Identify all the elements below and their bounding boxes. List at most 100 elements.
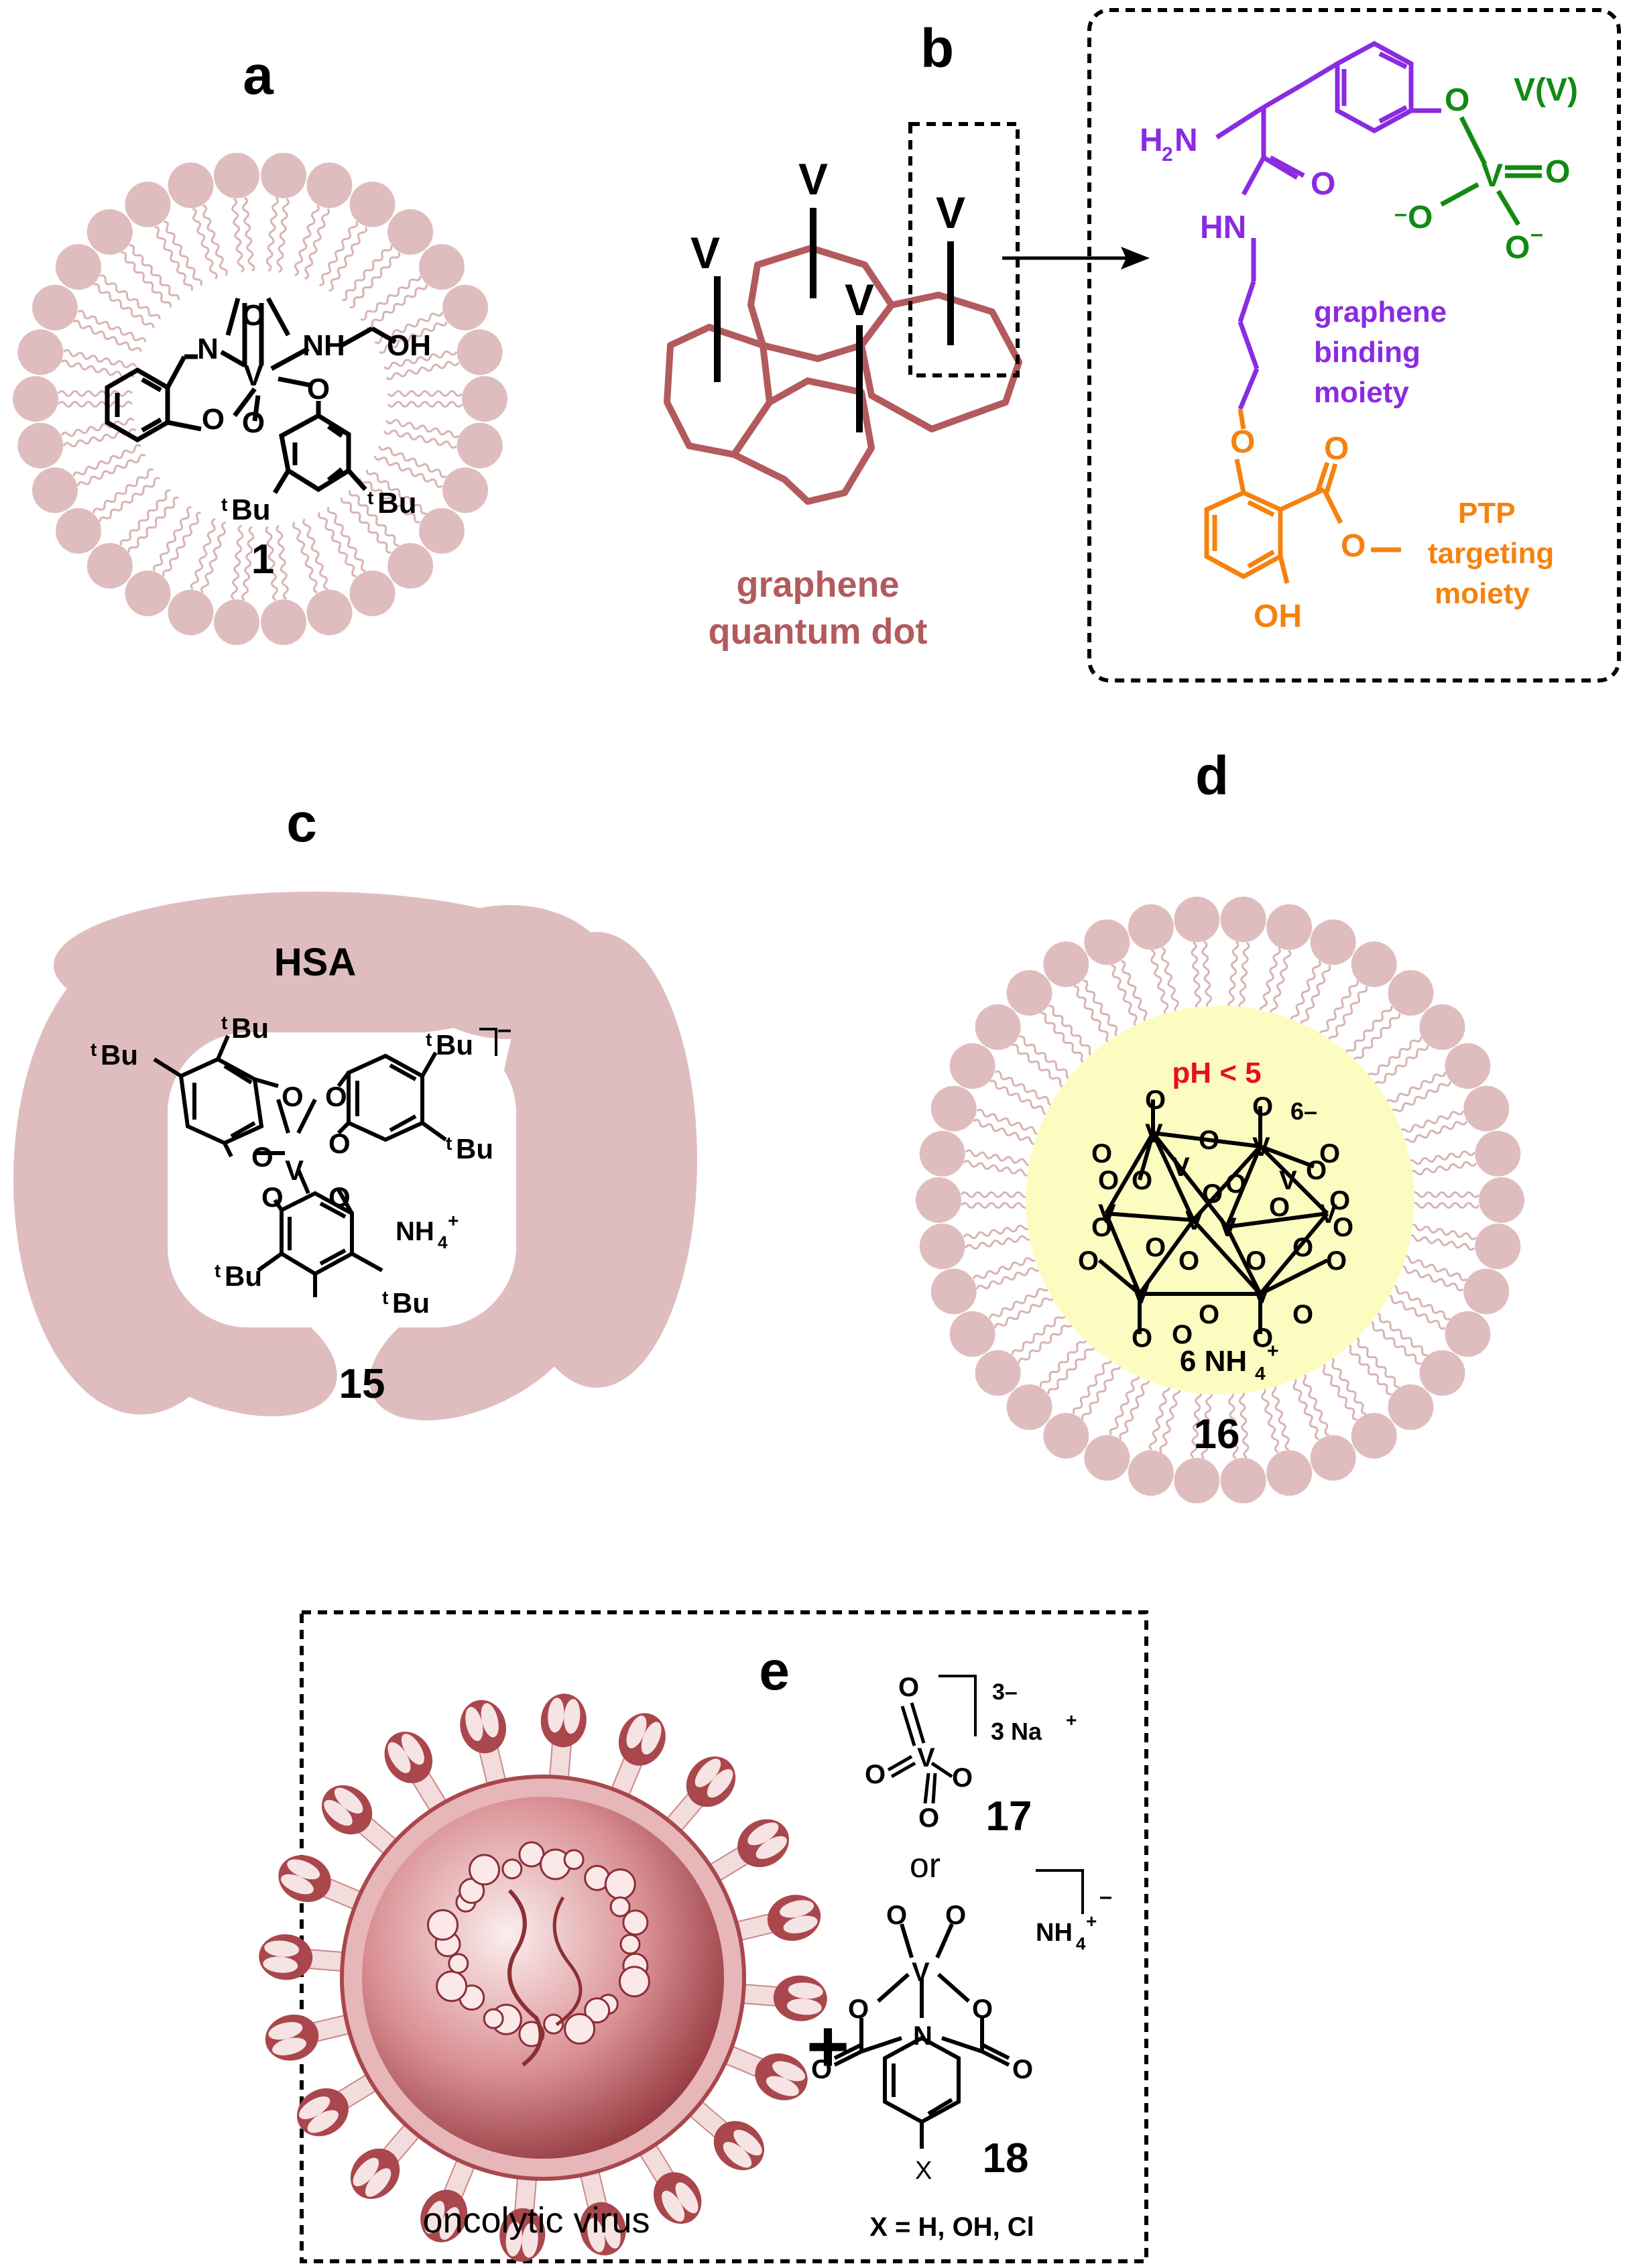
tbu-right: Bu bbox=[377, 487, 417, 520]
or-label: or bbox=[910, 1846, 941, 1885]
deca-o-10: O bbox=[1132, 1166, 1152, 1195]
lipid-head bbox=[1174, 1457, 1220, 1504]
c17-counterion: 3 Na bbox=[991, 1718, 1042, 1745]
c17-bracket bbox=[939, 1675, 977, 1736]
lipid-tail bbox=[231, 196, 255, 274]
c15-o4: O bbox=[328, 1128, 351, 1159]
lipid-head bbox=[457, 329, 503, 375]
lipid-tail bbox=[1386, 1285, 1451, 1330]
lipid-head bbox=[168, 589, 214, 636]
c15-o6: O bbox=[261, 1181, 284, 1213]
lipid-head bbox=[442, 284, 489, 331]
virus-body bbox=[340, 1775, 746, 2181]
lipid-tail bbox=[1039, 1337, 1095, 1394]
c15-o3: O bbox=[325, 1081, 347, 1112]
c15-o2: O bbox=[251, 1141, 274, 1173]
lipid-tail bbox=[1012, 1035, 1073, 1088]
hsa-pocket bbox=[168, 1032, 516, 1327]
deca-o-16: O bbox=[1145, 1233, 1166, 1262]
c18-o1: O bbox=[886, 1901, 907, 1930]
lipid-head bbox=[32, 467, 78, 514]
panel-b-label: b bbox=[920, 18, 954, 79]
lipid-tail bbox=[963, 1224, 1033, 1250]
deca-counterion-sup: + bbox=[1267, 1340, 1279, 1362]
lipid-head bbox=[1084, 919, 1130, 965]
lipid-tail bbox=[93, 468, 160, 522]
lipid-head bbox=[919, 1130, 965, 1177]
c15-nh-sub: 4 bbox=[438, 1232, 448, 1252]
c17-v: V bbox=[917, 1743, 935, 1773]
deca-o-12: O bbox=[1098, 1166, 1119, 1195]
lipid-head bbox=[213, 599, 259, 646]
lipid-tail bbox=[154, 220, 202, 292]
deca-o-17: O bbox=[1292, 1233, 1313, 1262]
panel-e-box bbox=[300, 1610, 1148, 2263]
micelle-a bbox=[13, 152, 507, 646]
lipid-head bbox=[1006, 969, 1052, 1016]
lipid-tail bbox=[73, 310, 147, 352]
deca-v-8: V bbox=[1172, 1152, 1190, 1182]
binding-line2: binding bbox=[1314, 336, 1420, 369]
panel-c-label: c bbox=[286, 792, 317, 853]
lipid-head bbox=[1475, 1130, 1521, 1177]
virus-spike bbox=[420, 2155, 477, 2243]
lipid-tail bbox=[231, 524, 255, 601]
amide-o: O bbox=[1311, 166, 1335, 202]
lipid-head bbox=[55, 244, 101, 290]
panel-d-label: d bbox=[1195, 745, 1229, 807]
lipid-head bbox=[1128, 904, 1174, 950]
c17-o1: O bbox=[898, 1673, 919, 1702]
lipid-head bbox=[419, 508, 465, 554]
lipid-head bbox=[1128, 1450, 1174, 1496]
virus-spike bbox=[663, 1756, 736, 1835]
lipid-head bbox=[975, 1350, 1021, 1396]
lipid-head bbox=[387, 542, 434, 589]
deca-v-6: V bbox=[1132, 1280, 1150, 1309]
lipid-tail bbox=[153, 505, 201, 577]
c18-bracket bbox=[1036, 1869, 1084, 1914]
lipid-head bbox=[306, 162, 353, 208]
lipid-tail bbox=[960, 1191, 1030, 1209]
salicyl-oh: OH bbox=[1254, 599, 1302, 634]
lipid-head bbox=[1266, 1450, 1313, 1496]
vanadate-v: V bbox=[1481, 158, 1503, 194]
c15-o5: O bbox=[328, 1181, 351, 1213]
lipid-head bbox=[457, 422, 503, 469]
lipid-head bbox=[1445, 1311, 1491, 1357]
virus-spike bbox=[579, 2167, 626, 2256]
lipid-head bbox=[419, 244, 465, 290]
lipid-tail bbox=[1109, 1372, 1150, 1440]
h2n-n: N bbox=[1174, 123, 1198, 158]
lipid-tail bbox=[1190, 1390, 1213, 1459]
lipid-head bbox=[1445, 1043, 1491, 1089]
micelle-d-heads bbox=[916, 896, 1524, 1504]
compound-17-label: 17 bbox=[986, 1793, 1032, 1840]
deca-counterion-sub: 4 bbox=[1255, 1363, 1266, 1384]
lipid-tail bbox=[360, 276, 428, 330]
c17-charge: 3– bbox=[992, 1679, 1018, 1705]
deca-o-20: O bbox=[1333, 1213, 1353, 1242]
ether-o: O bbox=[1230, 424, 1255, 460]
lipid-tail bbox=[1072, 1357, 1122, 1421]
deca-o-13: O bbox=[1329, 1186, 1350, 1215]
lipid-tail bbox=[1227, 1390, 1250, 1459]
lipid-tail bbox=[341, 490, 400, 554]
lipid-head bbox=[1479, 1177, 1524, 1223]
deca-o-14: O bbox=[1178, 1246, 1199, 1276]
lipid-head bbox=[1043, 1413, 1089, 1459]
lipid-tail bbox=[1345, 1006, 1401, 1063]
v-mark-3: V bbox=[845, 275, 874, 324]
lipid-tail bbox=[373, 446, 447, 488]
deca-o-8: O bbox=[1199, 1126, 1219, 1155]
ptp-line3: moiety bbox=[1435, 577, 1530, 610]
deca-o-1: O bbox=[1252, 1092, 1273, 1122]
deca-o-4: O bbox=[1091, 1139, 1112, 1169]
lipid-tail bbox=[1292, 1372, 1329, 1441]
vanadate-o-left: O bbox=[1408, 200, 1433, 235]
atom-o-right: O bbox=[307, 373, 330, 406]
lipid-tail bbox=[1074, 979, 1120, 1044]
compound-1-structure bbox=[105, 297, 397, 494]
virus-spike bbox=[637, 2141, 702, 2224]
lipid-tail bbox=[989, 1070, 1054, 1116]
lipid-head bbox=[1006, 1384, 1052, 1431]
